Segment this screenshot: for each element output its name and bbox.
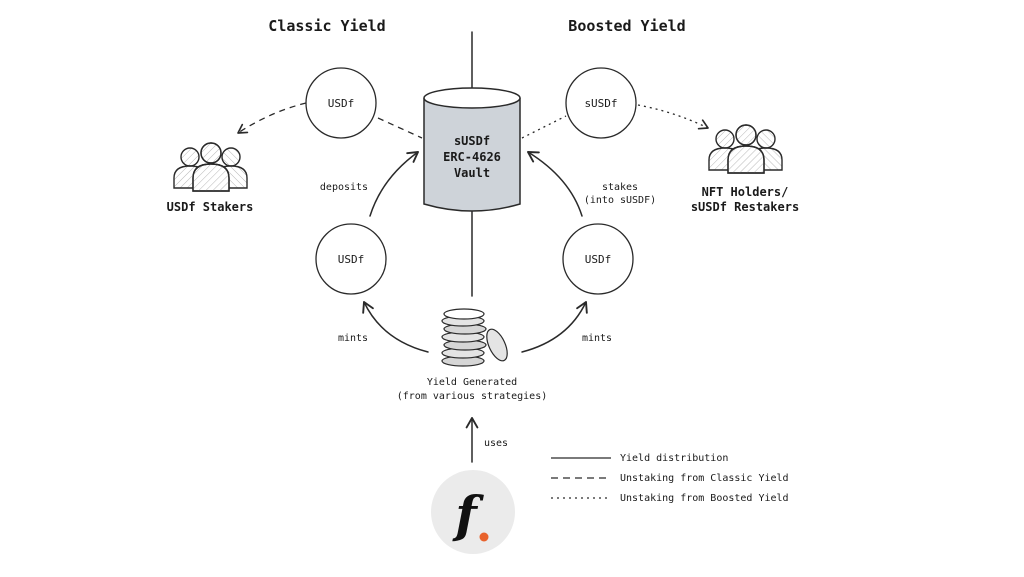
- classic-top-usdf-label: USDf: [328, 97, 355, 110]
- uses-label: uses: [484, 438, 508, 449]
- yield-generated-line1: Yield Generated: [427, 377, 517, 388]
- boosted-top-susdf-node: sUSDf: [565, 67, 637, 139]
- boosted-top-susdf-label: sUSDf: [584, 97, 617, 110]
- mints-left-label: mints: [338, 333, 368, 344]
- vault-label-line2: ERC-4626: [443, 150, 501, 164]
- restakers-label-line1: NFT Holders/: [702, 185, 789, 199]
- classic-yield-header: Classic Yield: [268, 17, 385, 35]
- boosted-mid-usdf-label: USDf: [585, 253, 612, 266]
- legend-solid-label: Yield distribution: [620, 453, 728, 464]
- users-group-icon: [173, 142, 248, 192]
- stakes-arrow: [527, 151, 583, 217]
- yield-generated-line2: (from various strategies): [397, 391, 548, 402]
- legend-dashed-label: Unstaking from Classic Yield: [620, 473, 789, 484]
- vault-label-line1: sUSDf: [454, 134, 490, 148]
- usdf-stakers-label: USDf Stakers: [167, 200, 254, 214]
- coin-stack-icon: [441, 308, 508, 367]
- vault-to-boosted-dotted: [521, 115, 567, 139]
- mints-right-arrow: [521, 301, 588, 353]
- logo-icon: f: [431, 470, 515, 554]
- restakers-label-line2: sUSDf Restakers: [691, 200, 799, 214]
- legend-dotted-label: Unstaking from Boosted Yield: [620, 493, 789, 504]
- stakes-label-line1: stakes: [602, 182, 638, 193]
- vault-cylinder: sUSDf ERC-4626 Vault: [423, 87, 521, 212]
- deposits-label: deposits: [320, 182, 368, 193]
- unstake-classic-dashed-arrow: [237, 102, 307, 134]
- vault-label-line3: Vault: [454, 166, 490, 180]
- classic-mid-usdf-node: USDf: [315, 223, 387, 295]
- mints-left-arrow: [362, 301, 429, 353]
- vault-to-classic-dashed: [377, 117, 423, 139]
- boosted-yield-header: Boosted Yield: [568, 17, 685, 35]
- boosted-mid-usdf-node: USDf: [562, 223, 634, 295]
- stakes-label-line2: (into sUSDF): [584, 195, 656, 206]
- classic-mid-usdf-label: USDf: [338, 253, 365, 266]
- unstake-boosted-dotted-arrow: [637, 104, 709, 130]
- classic-top-usdf-node: USDf: [305, 67, 377, 139]
- users-group-icon: [708, 124, 783, 174]
- deposits-arrow: [369, 151, 419, 217]
- mints-right-label: mints: [582, 333, 612, 344]
- legend: Yield distribution Unstaking from Classi…: [551, 453, 789, 504]
